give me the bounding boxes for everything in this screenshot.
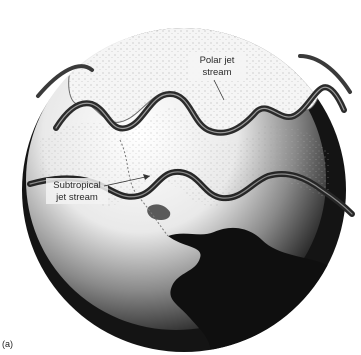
subtropical-jet-label-line1: Subtropical xyxy=(53,180,101,191)
polar-jet-label-line1: Polar jet xyxy=(200,55,235,66)
subtropical-jet-label-line2: jet stream xyxy=(55,192,98,203)
polar-jet-label-line2: stream xyxy=(202,67,231,78)
figure-panel-label: (a) xyxy=(2,340,13,349)
